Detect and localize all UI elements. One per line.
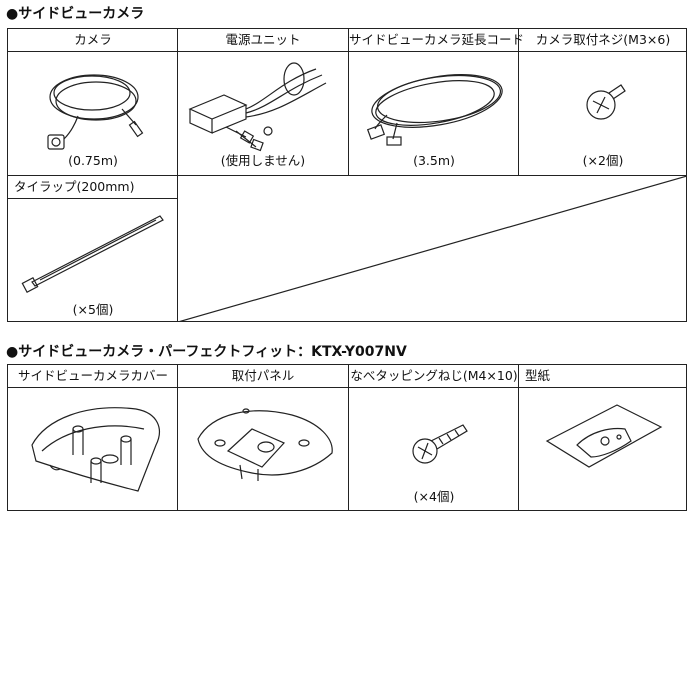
- part-cell-mounting-panel: 取付パネル: [178, 365, 348, 510]
- part-cell-camera: カメラ (0.75m): [8, 29, 178, 175]
- section-title-perfect-fit: ●サイドビューカメラ・パーフェクトフィット：KTX-Y007NV: [6, 344, 407, 360]
- tapping-screw-icon: [409, 419, 469, 469]
- part-caption-power-unit: (使用しません): [220, 153, 306, 168]
- part-cell-tapping-screw: なべタッピングねじ(M4×10) (×4個): [349, 365, 519, 510]
- part-label-mounting-panel: 取付パネル: [178, 365, 348, 388]
- part-label-template-paper: 型紙: [519, 365, 687, 388]
- extension-cord-icon: [357, 67, 512, 147]
- part-caption-camera: (0.75m): [68, 153, 118, 168]
- cable-tie-icon: [18, 210, 168, 296]
- empty-cell: [178, 176, 687, 322]
- part-cell-power-unit: 電源ユニット (使用しません): [178, 29, 348, 175]
- part-label-power-unit: 電源ユニット: [178, 29, 348, 52]
- part-label-camera-cover: サイドビューカメラカバー: [8, 365, 178, 388]
- part-label-tapping-screw: なべタッピングねじ(M4×10): [349, 365, 519, 388]
- diagonal-line: [178, 176, 687, 322]
- part-caption-tapping-screw: (×4個): [413, 489, 455, 504]
- part-caption-camera-screw: (×2個): [582, 153, 624, 168]
- parts-table-camera: カメラ (0.75m) 電源ユニット: [7, 28, 687, 322]
- part-cell-extension-cord: サイドビューカメラ延長コード (3.5m): [349, 29, 524, 175]
- part-label-extension-cord: サイドビューカメラ延長コード: [349, 29, 524, 52]
- part-cell-camera-screw: カメラ取付ネジ(M3×6) (×2個): [519, 29, 687, 175]
- camera-cover-icon: [26, 399, 166, 495]
- part-cell-template-paper: 型紙: [519, 365, 687, 510]
- camera-cable-icon: [38, 59, 148, 151]
- part-cell-camera-cover: サイドビューカメラカバー: [8, 365, 178, 510]
- part-caption-cable-tie: (×5個): [72, 302, 114, 317]
- part-label-cable-tie: タイラップ(200mm): [8, 176, 178, 199]
- section-title-side-view-camera: ●サイドビューカメラ: [6, 6, 145, 22]
- part-label-camera: カメラ: [8, 29, 178, 52]
- mounting-panel-icon: [192, 399, 338, 483]
- parts-table-perfect-fit: サイドビューカメラカバー 取付パネル: [7, 364, 687, 511]
- part-caption-extension-cord: (3.5m): [413, 153, 455, 168]
- template-paper-icon: [541, 401, 667, 481]
- part-label-camera-screw: カメラ取付ネジ(M3×6): [519, 29, 687, 52]
- camera-screw-icon: [581, 79, 629, 127]
- power-unit-icon: [186, 61, 341, 153]
- part-cell-cable-tie: タイラップ(200mm) (×5個): [8, 176, 178, 322]
